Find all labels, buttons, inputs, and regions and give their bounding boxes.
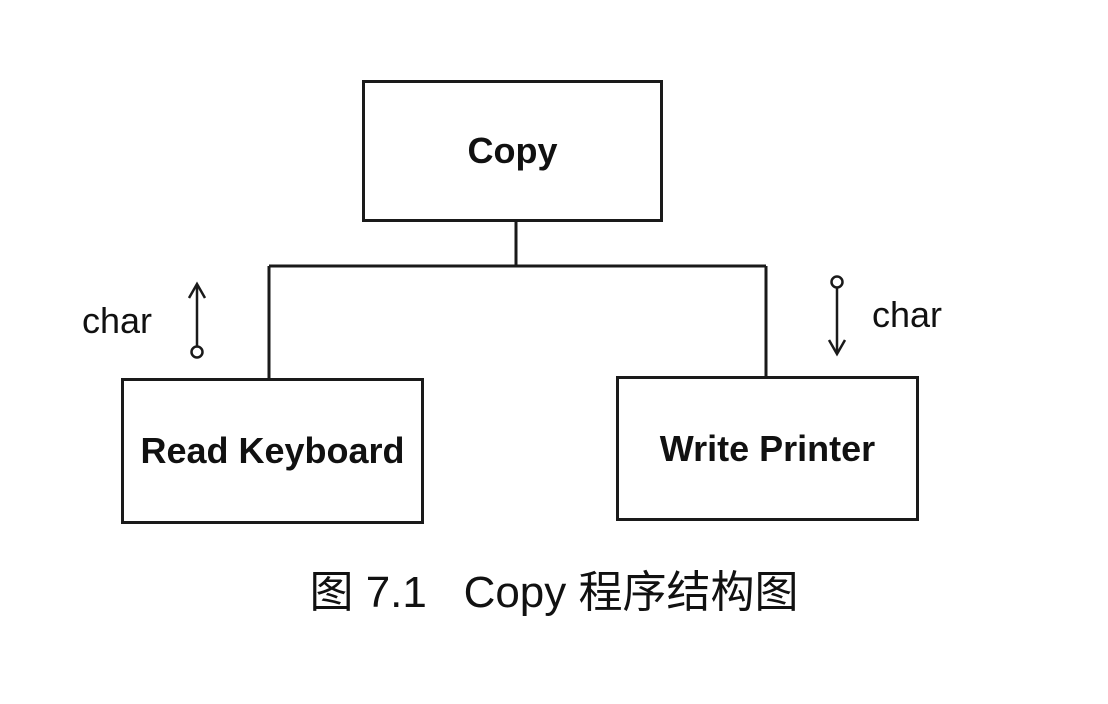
module-box-copy: Copy [362, 80, 663, 222]
module-box-read-keyboard: Read Keyboard [121, 378, 424, 524]
figure-title: Copy 程序结构图 [463, 568, 799, 617]
data-couple-up-arrow-icon [187, 281, 207, 359]
param-label-read: char [82, 300, 153, 341]
figure-number: 图 7.1 [309, 568, 427, 617]
data-couple-down-arrow-icon [827, 275, 847, 357]
module-label-copy: Copy [467, 130, 558, 171]
module-box-write-printer: Write Printer [616, 376, 919, 521]
figure-caption: 图 7.1 Copy 程序结构图 [0, 556, 1108, 620]
module-label-read-keyboard: Read Keyboard [140, 430, 405, 471]
param-label-write: char [872, 294, 943, 335]
module-label-write-printer: Write Printer [659, 427, 876, 469]
